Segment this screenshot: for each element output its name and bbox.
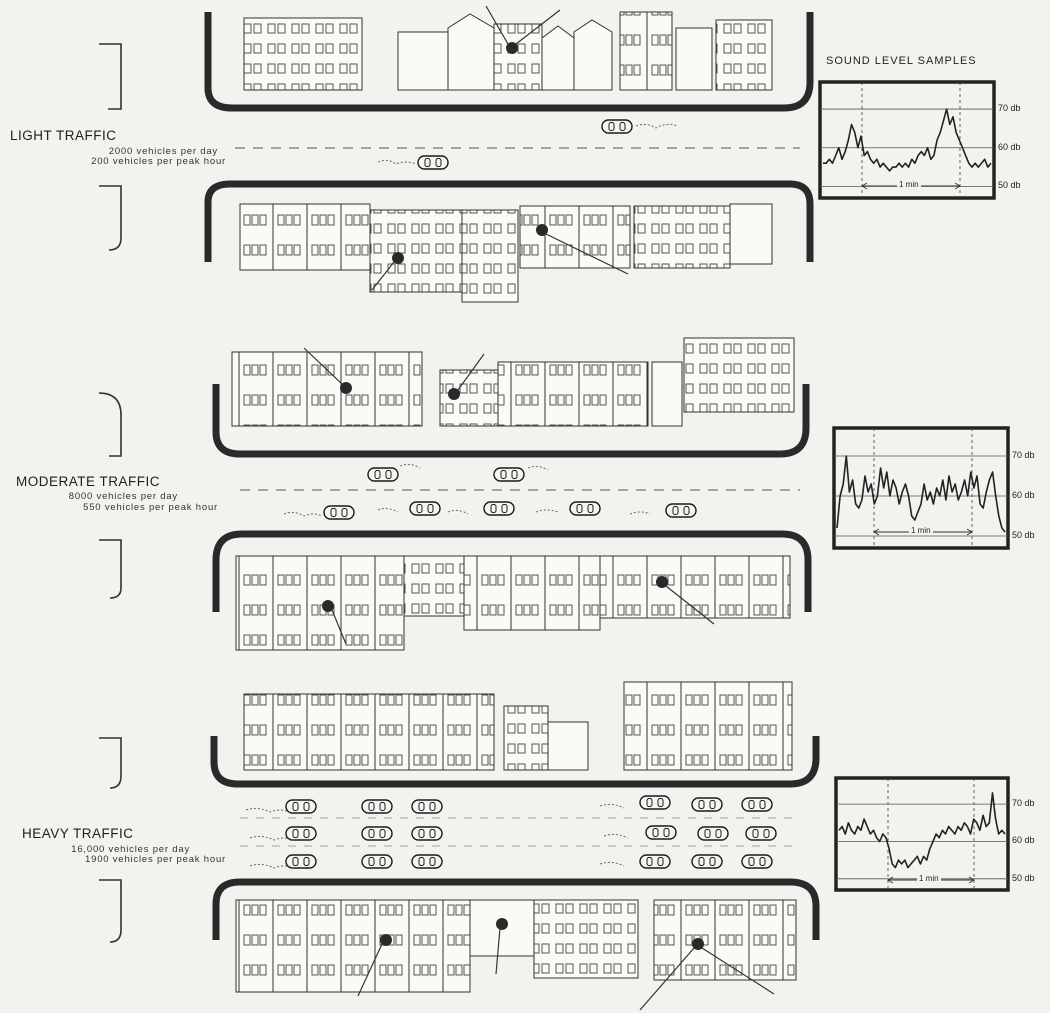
db-label-70: 70 db	[1012, 450, 1035, 460]
moderate-traffic-title: MODERATE TRAFFIC	[16, 474, 161, 489]
heavy-cars	[285, 795, 777, 869]
arrow-head-right	[966, 528, 973, 536]
light-top-buildings	[243, 11, 773, 91]
heavy-traffic-street	[210, 681, 820, 1011]
sound-level-trace	[823, 108, 992, 172]
duration-label: 1 min	[909, 526, 933, 535]
db-label-70: 70 db	[1012, 798, 1035, 809]
heavy-traffic-title: HEAVY TRAFFIC	[22, 826, 134, 841]
chart-frame	[834, 776, 1010, 892]
db-label-60: 60 db	[1012, 490, 1035, 500]
db-label-50: 50 db	[1012, 530, 1035, 540]
chart-frame	[832, 426, 1010, 550]
db-label-50: 50 db	[998, 180, 1021, 191]
left-curb-corners	[98, 43, 122, 943]
light-traffic-title: LIGHT TRAFFIC	[10, 128, 117, 143]
moderate-traffic-per-peak: 550 vehicles per peak hour	[83, 502, 218, 513]
heavy-traffic-per-peak: 1900 vehicles per peak hour	[85, 854, 226, 865]
arrow-head-left	[861, 182, 868, 190]
sound-level-trace	[838, 792, 1006, 869]
sound-chart-2	[832, 426, 1010, 550]
db-label-50: 50 db	[1012, 872, 1035, 883]
light-traffic-per-day: 2000 vehicles per day	[108, 146, 218, 157]
duration-label: 1 min	[897, 180, 921, 189]
heavy-traffic-per-day: 16,000 vehicles per day	[71, 844, 190, 855]
sound-chart-1	[818, 80, 996, 200]
moderate-traffic-per-day: 8000 vehicles per day	[68, 491, 178, 502]
db-label-60: 60 db	[998, 141, 1021, 152]
duration-label: 1 min	[917, 874, 941, 883]
light-traffic-street	[204, 5, 814, 303]
arrow-head-right	[954, 182, 961, 190]
sound-level-charts	[818, 80, 1010, 892]
arrow-head-left	[887, 876, 894, 884]
arrow-head-right	[968, 876, 975, 884]
chart-frame	[818, 80, 996, 200]
db-label-70: 70 db	[998, 103, 1021, 114]
sound-samples-header: SOUND LEVEL SAMPLES	[826, 55, 977, 67]
arrow-head-left	[873, 528, 880, 536]
db-label-60: 60 db	[1012, 835, 1035, 846]
sound-level-trace	[836, 455, 1006, 533]
light-traffic-per-peak: 200 vehicles per peak hour	[91, 156, 226, 167]
moderate-traffic-street	[212, 337, 812, 651]
moderate-cars	[323, 467, 697, 520]
